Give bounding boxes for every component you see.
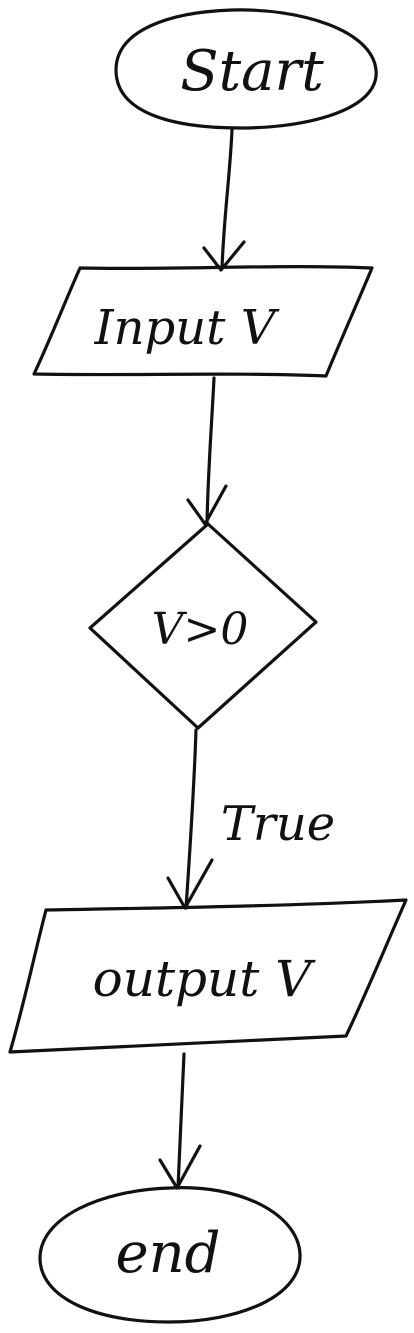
output-parallelogram-shape	[8, 898, 408, 1054]
decision-label: V>0	[152, 604, 249, 655]
edge-input-to-decision	[186, 376, 228, 526]
input-label: Input V	[94, 300, 280, 356]
input-parallelogram-shape	[32, 264, 374, 378]
edge-output-to-end	[158, 1052, 202, 1190]
end-node: end	[38, 1186, 302, 1324]
end-ellipse-shape	[38, 1186, 302, 1324]
edge-output-to-end-line	[176, 1052, 186, 1190]
start-node: Start	[114, 8, 378, 130]
edge-start-to-input	[202, 128, 246, 272]
decision-node: V>0	[88, 522, 318, 730]
edge-start-to-input-line	[220, 128, 234, 270]
end-label: end	[115, 1221, 220, 1286]
output-node: output V	[8, 898, 408, 1054]
edge-decision-to-output-line	[184, 728, 198, 910]
start-label: Start	[180, 39, 324, 104]
edge-input-to-decision-arrowhead	[186, 484, 228, 526]
edge-decision-to-output: True	[166, 728, 335, 910]
input-node: Input V	[32, 264, 374, 378]
edge-true-label: True	[221, 796, 335, 852]
edge-start-to-input-arrowhead	[202, 240, 246, 272]
start-ellipse-shape	[114, 8, 378, 130]
edge-input-to-decision-line	[205, 376, 216, 526]
decision-diamond-shape	[88, 522, 318, 730]
output-label: output V	[93, 950, 317, 1008]
